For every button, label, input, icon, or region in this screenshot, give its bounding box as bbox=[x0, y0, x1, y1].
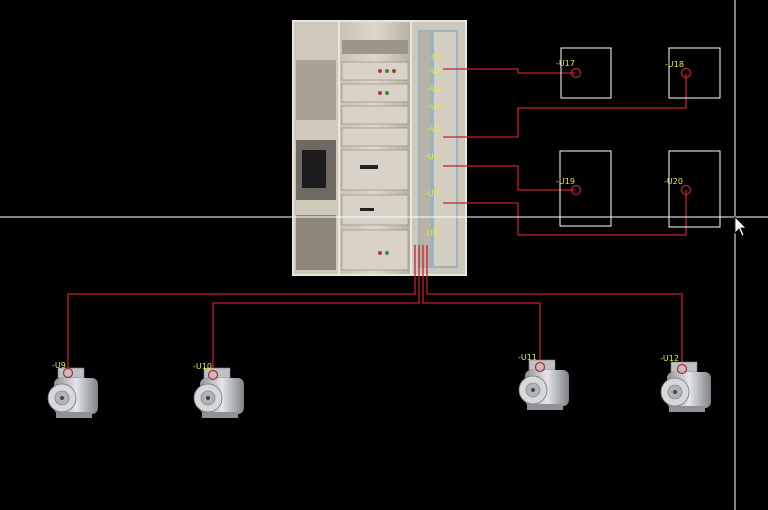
electric-motor-icon[interactable] bbox=[193, 367, 244, 418]
terminal-label-u6: -U6 bbox=[425, 152, 439, 161]
terminal-label-u3: -U3 bbox=[428, 84, 442, 93]
wire-bundle-left2 bbox=[212, 245, 420, 375]
motor-label-u9: -U9 bbox=[52, 361, 66, 370]
motor-label-u12: -U12 bbox=[660, 354, 679, 363]
device-box-u19[interactable] bbox=[559, 150, 612, 227]
mouse-pointer-icon bbox=[734, 216, 747, 237]
box-label-u19: -U19 bbox=[556, 177, 575, 186]
motor-label-u11: -U11 bbox=[518, 353, 537, 362]
wiring bbox=[67, 68, 687, 375]
box-label-u17: -U17 bbox=[556, 59, 575, 68]
terminal-label-u5: -U5 bbox=[428, 124, 442, 133]
device-box-u18[interactable] bbox=[668, 47, 721, 99]
box-label-u20: -U20 bbox=[664, 177, 683, 186]
wire-u2-u17 bbox=[443, 68, 575, 74]
wire-bundle-right bbox=[422, 245, 541, 367]
terminal-label-u2: -U2 bbox=[428, 66, 442, 75]
device-box-u17[interactable] bbox=[560, 47, 612, 99]
wire-u7-u20 bbox=[443, 190, 687, 236]
switchgear-cabinet-icon[interactable] bbox=[292, 20, 467, 276]
electric-motor-icon[interactable] bbox=[518, 359, 569, 410]
wire-bundle-right2 bbox=[426, 245, 683, 369]
wire-u5-u18 bbox=[443, 74, 687, 138]
electric-motor-icon[interactable] bbox=[660, 361, 711, 412]
wire-u6-u19 bbox=[443, 165, 575, 191]
wire-bundle-left bbox=[67, 245, 416, 375]
terminal-label-u7: -U7 bbox=[425, 189, 439, 198]
terminal-label-u8: -U8 bbox=[424, 229, 438, 238]
terminal-label-u1: -U1 bbox=[429, 53, 443, 62]
electric-motor-icon[interactable] bbox=[47, 367, 98, 418]
motor-label-u10: -U10 bbox=[193, 362, 212, 371]
device-box-u20[interactable] bbox=[668, 150, 721, 228]
terminal-label-u4: -U4 bbox=[428, 102, 442, 111]
box-label-u18: -U18 bbox=[665, 60, 684, 69]
